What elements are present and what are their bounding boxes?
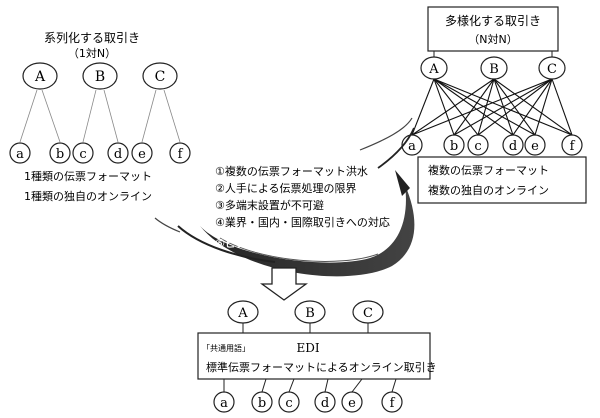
right-title-box (427, 6, 559, 52)
left-bottom-node-a: a (9, 142, 31, 164)
mesh-link-1-2 (477, 78, 495, 136)
left-top-node-a: A (22, 62, 58, 90)
issue-1: ①複数の伝票フォーマット洪水 (215, 164, 368, 178)
right-top-node-c: C (538, 56, 566, 80)
left-bottom-node-a-label: a (16, 147, 24, 162)
right-top-node-a: A (420, 56, 448, 80)
mesh-link-2-1 (453, 78, 553, 136)
right-bottom-node-e-label: e (531, 139, 539, 154)
bottom-top-node-c: C (352, 300, 384, 324)
mesh-link-0-0 (411, 78, 435, 136)
left-note-line2: 1種類の独自のオンライン (24, 189, 152, 203)
right-bottom-node-a-label: a (408, 139, 416, 154)
right-mesh-connectors (411, 78, 573, 136)
mesh-link-1-1 (453, 78, 495, 136)
right-title: 多様化する取引き (445, 14, 541, 28)
left-bottom-node-c: c (72, 142, 94, 164)
right-bottom-node-e: e (524, 134, 546, 156)
bottom-bottom-node-e: e (341, 391, 363, 413)
bottom-top-node-a: A (227, 300, 259, 324)
mesh-link-1-0 (411, 78, 495, 136)
bottom-section: A B C 「共通用語」 EDI 標準伝票フォーマットによるオンライン取引き a (197, 300, 437, 413)
bottom-top-node-c-label: C (363, 306, 373, 321)
bottom-bottom-connectors (223, 378, 397, 393)
bottom-bottom-node-c: c (278, 391, 300, 413)
bottom-bottom-node-d: d (314, 391, 336, 413)
left-bottom-node-e-label: e (138, 147, 146, 162)
left-top-node-a-label: A (34, 69, 46, 85)
bottom-top-connectors (242, 323, 369, 333)
bottom-bottom-node-e-label: e (348, 396, 356, 411)
right-note-line2: 複数の独自のオンライン (428, 183, 549, 197)
mesh-link-0-4 (433, 78, 536, 136)
right-top-node-c-label: C (547, 62, 557, 77)
right-section: 多様化する取引き （N対N） A B C a b c (401, 6, 587, 204)
left-top-node-c: C (142, 62, 178, 90)
bottom-top-node-a-label: A (237, 306, 248, 321)
left-top-node-b-label: B (95, 69, 105, 85)
bottom-bottom-node-b: b (251, 391, 273, 413)
left-bottom-node-b: b (49, 142, 71, 164)
mesh-link-2-5 (551, 78, 573, 136)
right-bottom-node-d: d (502, 134, 524, 156)
left-bottom-node-e: e (131, 142, 153, 164)
down-arrow-icon (260, 267, 308, 301)
issues-list: ①複数の伝票フォーマット洪水 ②人手による伝票処理の限界 ③多端末設置が不可避 … (215, 164, 390, 250)
left-note-line1: 1種類の伝票フォーマット (24, 169, 152, 183)
bottom-bottom-node-f: f (381, 391, 403, 413)
right-bottom-node-b: b (443, 134, 465, 156)
right-top-node-b-label: B (489, 62, 499, 77)
right-bottom-node-c-label: c (474, 139, 481, 154)
left-section: 系列化する取引き （1対N） A B C a b (9, 31, 191, 203)
mesh-link-2-3 (512, 78, 553, 136)
left-title: 系列化する取引き (44, 31, 140, 45)
right-subtitle: （N対N） (468, 32, 517, 46)
right-bottom-node-f-label: f (570, 139, 576, 154)
left-subtitle: （1対N） (68, 46, 116, 60)
mesh-link-0-1 (433, 78, 455, 136)
left-bottom-node-c-label: c (79, 147, 86, 162)
mesh-link-2-2 (477, 78, 553, 136)
left-bottom-node-f-label: f (178, 147, 184, 162)
issue-5: ⑤ビジネス・スピードの遅れ (215, 237, 357, 250)
right-bottom-node-f: f (561, 134, 583, 156)
right-bottom-node-a: a (401, 134, 423, 156)
edi-description: 標準伝票フォーマットによるオンライン取引き (206, 360, 437, 374)
left-top-node-c-label: C (155, 69, 166, 85)
bottom-bottom-node-a-label: a (220, 396, 228, 411)
right-bottom-node-d-label: d (509, 139, 517, 154)
bottom-bottom-node-d-label: d (321, 396, 329, 411)
right-note-line1: 複数の伝票フォーマット (428, 163, 549, 177)
left-bottom-node-d: d (107, 142, 129, 164)
issue-3: ③多端末設置が不可避 (215, 198, 324, 212)
edi-title: EDI (296, 341, 319, 355)
mesh-link-2-4 (534, 78, 553, 136)
bottom-bottom-node-b-label: b (258, 396, 266, 411)
left-bottom-node-f: f (169, 142, 191, 164)
edi-box (197, 332, 431, 380)
left-connectors (19, 89, 181, 143)
left-bottom-node-b-label: b (56, 147, 64, 162)
right-note-box (417, 156, 587, 204)
bottom-bottom-node-c-label: c (285, 396, 292, 411)
right-bottom-node-c: c (467, 134, 489, 156)
bottom-top-node-b-label: B (305, 306, 315, 321)
bottom-bottom-node-f-label: f (390, 396, 396, 411)
transition-swoosh (154, 117, 415, 277)
bottom-bottom-node-a: a (213, 391, 235, 413)
issue-4: ④業界・国内・国際取引きへの対応 (215, 215, 390, 229)
left-top-node-b: B (82, 62, 118, 90)
right-bottom-node-b-label: b (450, 139, 458, 154)
edi-tag: 「共通用語」 (202, 343, 250, 353)
right-top-node-a-label: A (428, 62, 439, 77)
issue-2: ②人手による伝票処理の限界 (215, 181, 357, 195)
left-bottom-node-d-label: d (114, 147, 122, 162)
right-top-node-b: B (480, 56, 508, 80)
mesh-link-2-0 (411, 78, 553, 136)
bottom-top-node-b: B (294, 300, 326, 324)
